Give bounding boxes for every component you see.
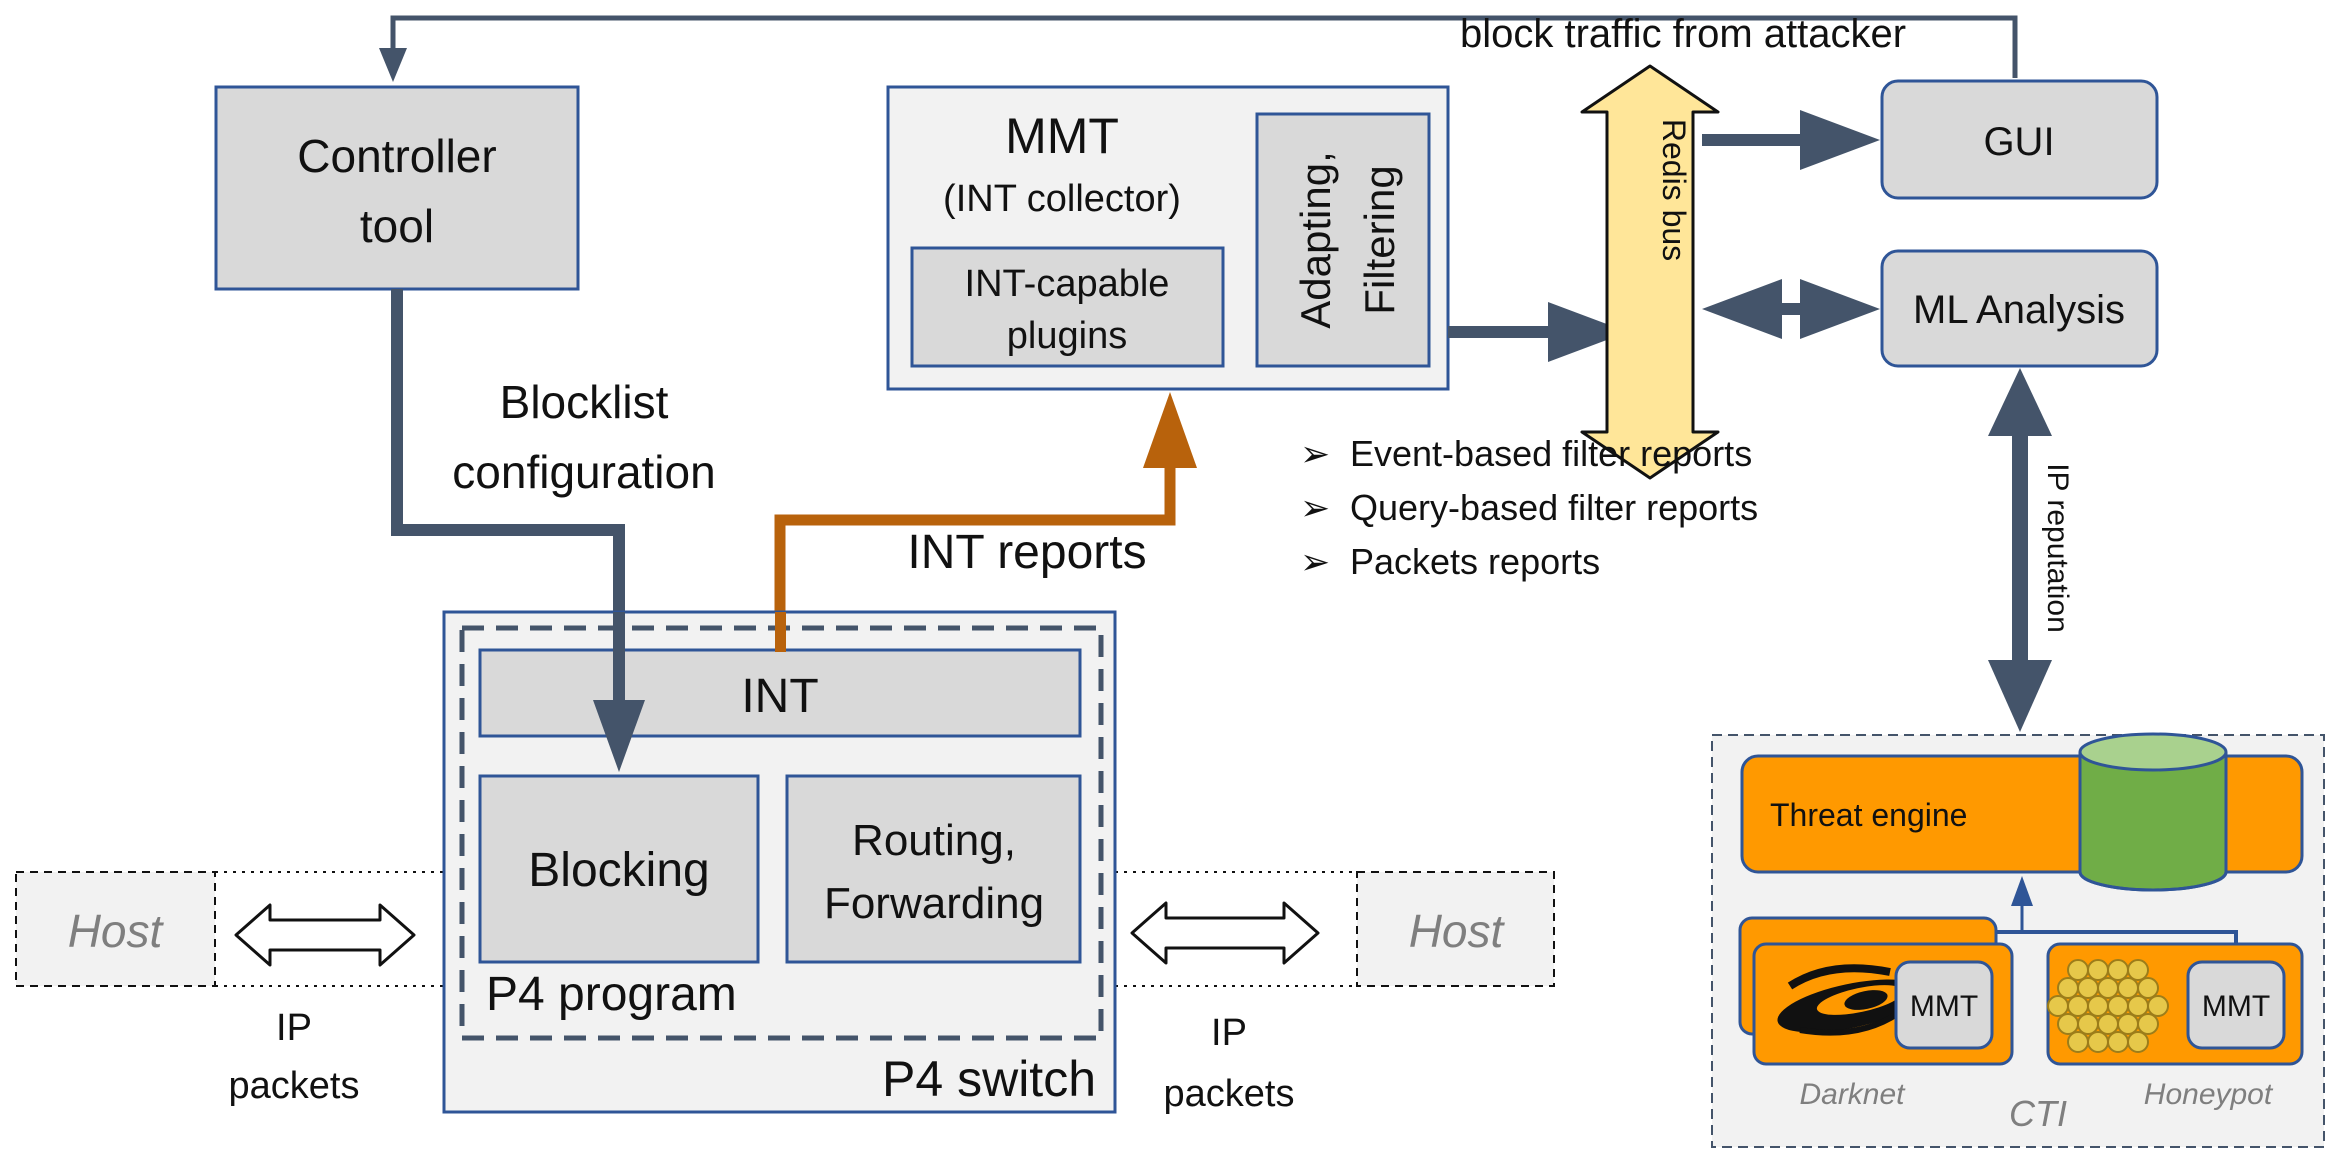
redis-to-gui-arrow [1702, 110, 1880, 170]
left-packets-label-2: packets [229, 1065, 360, 1107]
redis-bus [1580, 64, 1720, 480]
blocklist-label-2: configuration [452, 446, 715, 498]
honeypot-label: Honeypot [2144, 1078, 2274, 1111]
right-packets-label-2: packets [1164, 1073, 1295, 1115]
redis-ml-double-arrow [1702, 279, 1880, 339]
int-plugins-box [910, 246, 1225, 368]
int-reports-arrow-base [775, 612, 786, 652]
p4-switch-label: P4 switch [882, 1051, 1096, 1107]
routing-label-2: Forwarding [824, 879, 1044, 928]
gui-label: GUI [1983, 120, 2054, 164]
right-host-label: Host [1409, 905, 1506, 957]
ip-reputation-label: IP reputation [2041, 463, 2074, 633]
int-plugins-label-1: INT-capable [965, 263, 1170, 305]
honeycomb-icon [2047, 959, 2169, 1053]
block-traffic-label: block traffic from attacker [1460, 12, 1906, 56]
left-host-box [15, 871, 216, 987]
int-reports-label: INT reports [907, 526, 1146, 579]
blocklist-arrow-tip [593, 612, 645, 772]
cti-label: CTI [2009, 1093, 2067, 1134]
right-packets-arrow [1130, 901, 1320, 965]
report-item-packets: Packets reports [1350, 541, 1600, 582]
int-label: INT [741, 670, 818, 723]
left-packets-arrow [234, 903, 416, 967]
gui-box [1880, 79, 2159, 200]
adapting-label: Adapting, [1292, 151, 1339, 328]
blocking-box [478, 774, 760, 964]
right-host-box [1356, 871, 1555, 987]
mmt-to-redis-arrow [1448, 302, 1628, 362]
threat-engine-label: Threat engine [1770, 797, 1967, 833]
reports-list: ➢ Event-based filter reports ➢ Query-bas… [1300, 433, 1758, 582]
mmt-subtitle: (INT collector) [943, 178, 1181, 220]
darknet-label: Darknet [1799, 1078, 1906, 1111]
controller-tool-label-2: tool [360, 200, 434, 252]
database-icon [2078, 732, 2228, 892]
ip-reputation-arrow [1988, 368, 2052, 732]
darknet-mmt-box [1894, 960, 1994, 1050]
controller-tool-box [214, 85, 580, 291]
report-item-query: Query-based filter reports [1350, 487, 1758, 528]
honeypot-mmt-box [2186, 960, 2286, 1050]
int-box [478, 648, 1082, 738]
left-packets-label-1: IP [276, 1007, 312, 1049]
report-bullet: ➢ [1300, 541, 1330, 582]
p4-program-label: P4 program [486, 968, 737, 1021]
blocking-label: Blocking [528, 844, 709, 897]
routing-box [785, 774, 1082, 964]
int-plugins-label-2: plugins [1007, 315, 1127, 357]
darknet-mmt-label: MMT [1910, 990, 1978, 1023]
int-reports-arrow [774, 392, 1197, 652]
blocklist-label-1: Blocklist [500, 376, 669, 428]
routing-label-1: Routing, [852, 816, 1016, 865]
filtering-label: Filtering [1356, 165, 1403, 314]
ml-analysis-box [1880, 249, 2159, 368]
report-bullet: ➢ [1300, 433, 1330, 474]
honeypot-mmt-label: MMT [2202, 990, 2270, 1023]
report-bullet: ➢ [1300, 487, 1330, 528]
controller-tool-label-1: Controller [297, 130, 496, 182]
redis-bus-label: Redis bus [1656, 119, 1692, 261]
right-packets-label-1: IP [1211, 1012, 1247, 1054]
ml-analysis-label: ML Analysis [1913, 288, 2125, 332]
left-host-label: Host [68, 905, 165, 957]
black-hole-icon [1777, 964, 1923, 1036]
mmt-title: MMT [1005, 108, 1119, 164]
report-item-event: Event-based filter reports [1350, 433, 1752, 474]
adapting-filtering-box [1255, 112, 1431, 368]
block-traffic-arrow [379, 15, 2018, 82]
